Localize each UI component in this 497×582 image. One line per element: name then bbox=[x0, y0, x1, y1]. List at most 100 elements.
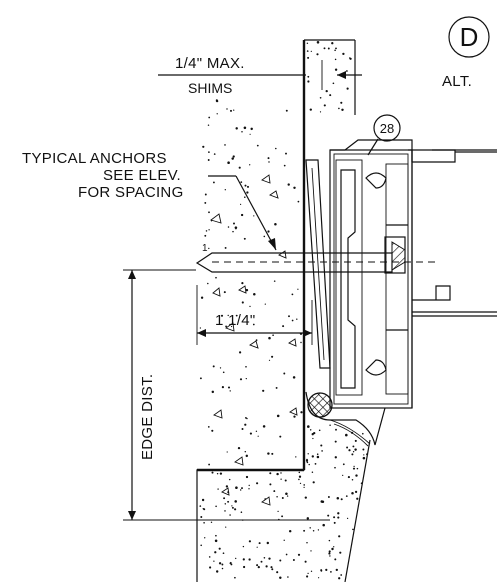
aggregate-dot bbox=[208, 116, 211, 119]
aggregate-dot bbox=[334, 49, 336, 52]
aggregate-dot bbox=[264, 303, 266, 305]
aggregate-dot bbox=[348, 449, 351, 452]
aggregate-dot bbox=[240, 203, 242, 205]
aggregate-dot bbox=[345, 495, 348, 497]
aggregate-dot bbox=[202, 508, 204, 510]
aggregate-dot bbox=[243, 237, 246, 240]
aggregate-dot bbox=[292, 559, 295, 561]
anchor-leader-arrow bbox=[268, 238, 276, 250]
aggregate-dot bbox=[211, 390, 215, 394]
aggregate-dot bbox=[228, 478, 231, 481]
aggregate-dot bbox=[286, 495, 289, 497]
aggregate-dot bbox=[334, 58, 337, 61]
aggregate-dot bbox=[310, 570, 313, 572]
aggregate-dot bbox=[234, 500, 237, 503]
aggregate-dot bbox=[310, 550, 312, 552]
aggregate-dot bbox=[351, 453, 354, 456]
aggregate-dot bbox=[231, 157, 234, 160]
aggregate-dot bbox=[235, 486, 238, 489]
aggregate-dot bbox=[354, 448, 357, 451]
aggregate-dot bbox=[225, 526, 227, 528]
aggregate-dot bbox=[242, 519, 244, 521]
aggregate-dot bbox=[334, 68, 338, 71]
aggregate-dot bbox=[328, 552, 331, 555]
aggregate-dot bbox=[285, 109, 288, 112]
aggregate-dot bbox=[338, 535, 341, 538]
aggregate-dot bbox=[231, 505, 233, 507]
aggregate-dot bbox=[243, 126, 247, 130]
aggregate-dot bbox=[309, 429, 312, 431]
aggregate-dot bbox=[256, 564, 259, 567]
aggregate-dot bbox=[297, 288, 299, 290]
aggregate-dot bbox=[242, 558, 245, 561]
aggregate-dot bbox=[204, 201, 207, 204]
aggregate-dot bbox=[218, 547, 221, 550]
aggregate-dot bbox=[291, 293, 294, 296]
aggregate-dot bbox=[223, 497, 226, 500]
concrete-aggregate bbox=[199, 99, 303, 466]
aggregate-dot bbox=[285, 152, 287, 155]
aggregate-dot bbox=[238, 166, 241, 169]
aggregate-dot bbox=[226, 108, 228, 110]
aggregate-dot bbox=[306, 50, 309, 52]
aggregate-dot bbox=[288, 315, 290, 318]
aggregate-dot bbox=[240, 511, 243, 513]
aggregate-dot bbox=[232, 230, 234, 233]
aggregate-dot bbox=[312, 529, 315, 532]
aggregate-dot bbox=[303, 486, 305, 489]
aggregate-dot bbox=[351, 478, 354, 481]
aggregate-dot bbox=[283, 539, 285, 541]
aggregate-dot bbox=[256, 482, 259, 485]
aggregate-dot bbox=[225, 325, 228, 328]
aggregate-dot bbox=[243, 565, 246, 569]
aggregate-dot bbox=[345, 433, 348, 437]
aggregate-dot bbox=[202, 145, 205, 148]
aggregate-dot bbox=[342, 463, 345, 466]
aggregate-dot bbox=[226, 451, 228, 453]
aggregate-dot bbox=[304, 496, 307, 499]
aggregate-dot bbox=[242, 545, 245, 548]
aggregate-dot bbox=[244, 450, 247, 453]
aggregate-dot bbox=[201, 498, 205, 502]
aggregate-dot bbox=[353, 465, 355, 468]
aggregate-dot bbox=[208, 463, 211, 466]
aggregate-dot bbox=[288, 529, 292, 533]
aggregate-dot bbox=[297, 553, 301, 556]
aggregate-dot bbox=[322, 523, 325, 527]
aggregate-dot bbox=[333, 521, 336, 524]
aggregate-dot bbox=[213, 560, 215, 562]
aggregate-dot bbox=[333, 546, 335, 548]
aggregate-dot bbox=[354, 490, 358, 494]
aggregate-dot bbox=[338, 107, 340, 110]
aggregate-dot bbox=[220, 314, 224, 317]
aggregate-dot bbox=[316, 53, 319, 56]
edge-dist-label: EDGE DIST. bbox=[139, 374, 156, 460]
aggregate-dot bbox=[300, 411, 303, 414]
aggregate-dot bbox=[282, 325, 285, 328]
aggregate-dot bbox=[215, 570, 219, 573]
aggregate-dot bbox=[298, 471, 301, 474]
aggregate-dot bbox=[234, 576, 236, 579]
aggregate-dot bbox=[208, 247, 210, 250]
aggregate-dot bbox=[222, 552, 225, 555]
aggregate-dot bbox=[351, 431, 354, 434]
aggregate-dot bbox=[308, 463, 310, 466]
aggregate-dot bbox=[346, 517, 349, 520]
aggregate-dot bbox=[204, 537, 206, 539]
aggregate-dot bbox=[199, 327, 202, 329]
aggregate-dot bbox=[311, 455, 314, 458]
aggregate-dot bbox=[356, 497, 359, 500]
aggregate-dot bbox=[279, 435, 282, 438]
aggregate-dot bbox=[227, 161, 230, 164]
aggregate-dot bbox=[298, 478, 300, 481]
aggregate-dot bbox=[229, 562, 232, 564]
aggregate-dot bbox=[246, 185, 250, 188]
aggregate-dot bbox=[273, 490, 276, 493]
detail-tag-circle bbox=[448, 16, 490, 58]
aggregate-dot bbox=[291, 319, 294, 322]
aggregate-dot bbox=[224, 189, 226, 191]
aggregate-dot bbox=[231, 506, 234, 509]
aggregate-dot bbox=[356, 467, 359, 470]
aggregate-dot bbox=[241, 282, 244, 285]
